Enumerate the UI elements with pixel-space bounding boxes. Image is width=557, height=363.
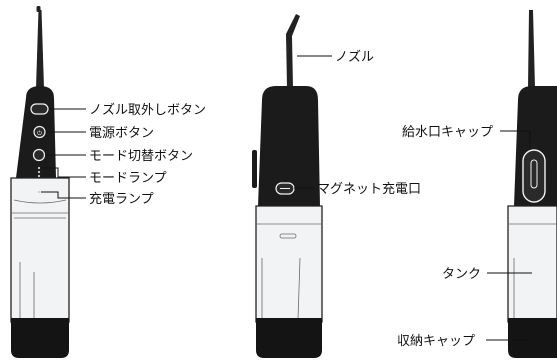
back-base-cap [256,318,322,358]
label-tank: タンク [442,267,481,282]
side-nozzle [528,10,535,88]
power-button[interactable] [33,125,46,139]
label-mode-lamp: モードランプ [89,171,167,186]
label-nozzle: ノズル [335,49,374,65]
label-nozzle-release-button: ノズル取外しボタン [89,102,206,118]
middle-leader-lines [294,55,332,189]
left-leader-lines [41,108,86,199]
side-view-device [507,10,557,358]
back-handle-body [258,86,320,206]
front-base-cap [11,318,69,358]
side-storage-cap [508,318,557,358]
back-view-device [252,14,323,358]
back-tank [255,205,323,323]
label-mode-switch-button: モード切替ボタン [89,149,193,164]
label-power-button: 電源ボタン [89,126,154,141]
power-icon: ⏻ [37,130,42,137]
right-leader-lines [486,130,532,341]
side-tank [507,205,557,323]
label-charge-lamp: 充電ランプ [89,191,154,207]
front-nozzle [36,10,44,88]
charge-lamp [37,190,41,194]
label-magnetic-charge-port: マグネット充電口 [317,181,421,197]
middle-labels: ノズル マグネット充電口 [317,49,421,197]
mode-lamp [37,166,41,170]
back-nozzle [286,14,300,88]
mode-switch-button[interactable] [32,148,46,162]
front-view-device: ⏻ [10,6,70,358]
label-storage-cap: 収納キャップ [397,334,475,349]
label-water-inlet-cap: 給水口キャップ [402,125,493,140]
nozzle-release-button[interactable] [30,103,49,115]
left-labels: ノズル取外しボタン 電源ボタン モード切替ボタン モードランプ 充電ランプ [89,102,206,207]
water-inlet-cap[interactable] [522,149,546,203]
right-labels: 給水口キャップ タンク 収納キャップ [397,125,493,349]
